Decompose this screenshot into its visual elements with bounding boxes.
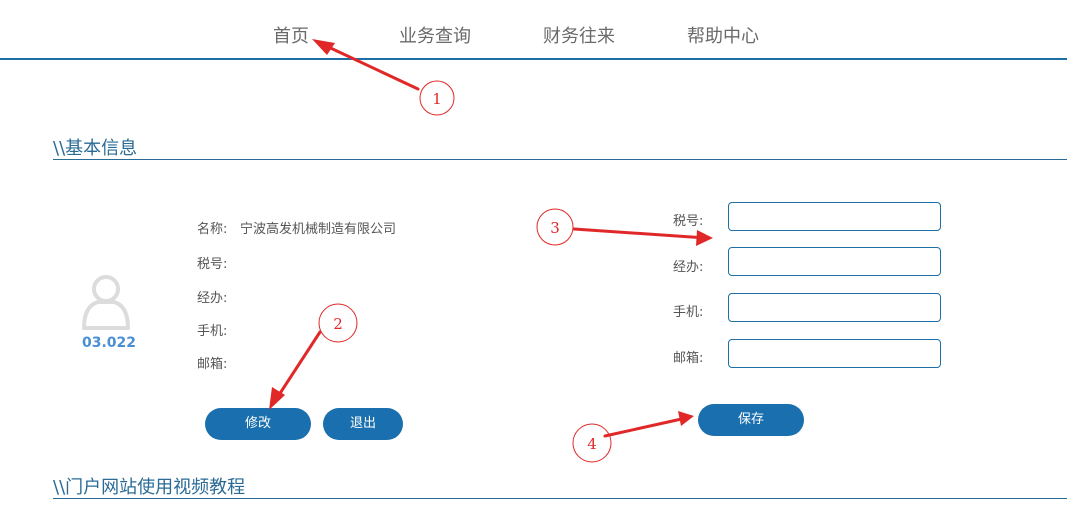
- info-label-email: 邮箱:: [197, 357, 228, 372]
- annotation-arrowhead-4: [678, 411, 694, 426]
- form-label-mobile: 手机:: [673, 305, 704, 320]
- info-value-name: 宁波高发机械制造有限公司: [240, 222, 397, 237]
- form-label-email: 邮箱:: [673, 351, 704, 366]
- annotation-badge-4: 4: [587, 435, 597, 453]
- mobile-input[interactable]: [728, 293, 941, 322]
- annotation-badge-3: 3: [550, 219, 560, 237]
- logout-button[interactable]: 退出: [323, 408, 403, 440]
- annotation-circle-2: [318, 303, 358, 343]
- email-input[interactable]: [728, 339, 941, 368]
- nav-item-help-center[interactable]: 帮助中心: [687, 26, 759, 47]
- handler-input[interactable]: [728, 247, 941, 276]
- annotation-arrowhead-3: [696, 230, 713, 246]
- info-label-tax-id: 税号:: [197, 257, 228, 272]
- annotation-badge-2: 2: [333, 315, 343, 333]
- annotation-badge-1: 1: [432, 90, 442, 108]
- basic-info-title: \\基本信息: [53, 138, 138, 159]
- nav-item-business-query[interactable]: 业务查询: [399, 26, 471, 47]
- annotation-arrow-3: [572, 227, 708, 240]
- user-code: 03.022: [82, 335, 137, 351]
- user-avatar-icon: [82, 275, 130, 330]
- video-tutorial-divider: [53, 498, 1067, 499]
- modify-button[interactable]: 修改: [205, 408, 311, 440]
- info-label-mobile: 手机:: [197, 324, 228, 339]
- tax-id-input[interactable]: [728, 202, 941, 231]
- info-label-handler: 经办:: [197, 291, 228, 306]
- info-label-name: 名称:: [197, 222, 228, 237]
- basic-info-divider: [53, 159, 1067, 160]
- annotation-circle-4: [572, 423, 612, 463]
- annotation-arrow-4: [603, 416, 688, 438]
- nav-item-finance[interactable]: 财务往来: [543, 26, 615, 47]
- annotation-circle-1: [419, 80, 455, 116]
- nav-item-home[interactable]: 首页: [273, 26, 309, 47]
- form-label-tax-id: 税号:: [673, 214, 704, 229]
- save-button[interactable]: 保存: [698, 404, 804, 436]
- annotation-circle-3: [536, 208, 574, 246]
- top-nav: 首页 业务查询 财务往来 帮助中心: [0, 0, 1067, 58]
- annotation-arrowhead-2: [269, 387, 285, 410]
- form-label-handler: 经办:: [673, 260, 704, 275]
- video-tutorial-title: \\门户网站使用视频教程: [53, 477, 246, 498]
- annotation-arrow-2: [273, 330, 322, 403]
- nav-divider: [0, 58, 1067, 60]
